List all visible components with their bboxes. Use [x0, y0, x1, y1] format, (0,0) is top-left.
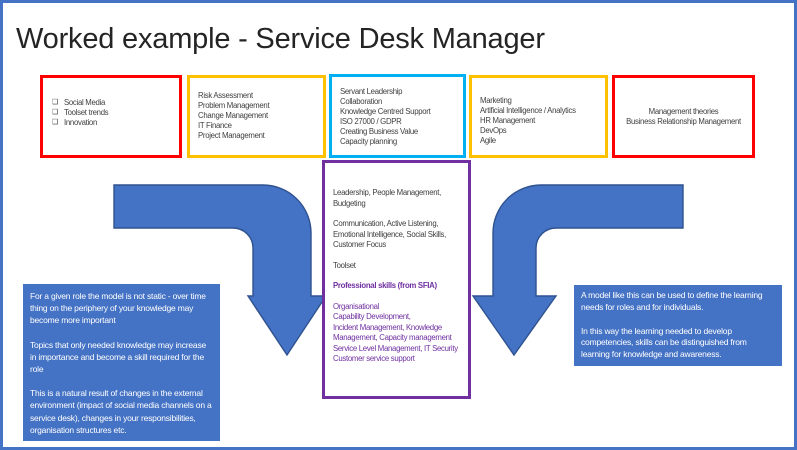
sfia-line: Customer service support	[333, 354, 415, 363]
list-item: Agile	[480, 136, 496, 145]
note-paragraph: This is a natural result of changes in t…	[30, 388, 212, 435]
note-paragraph: Topics that only needed knowledge may in…	[30, 339, 207, 375]
note-paragraph: For a given role the model is not static…	[30, 291, 206, 326]
box-text: Management theories Business Relationshi…	[626, 107, 741, 127]
list-item: ❑ Innovation	[52, 118, 175, 128]
list-item-label: Innovation	[64, 118, 97, 127]
sfia-line: Service Level Management, IT Security	[333, 343, 458, 353]
list-item: Knowledge Centred Support	[340, 107, 431, 116]
list-item: Change Management	[198, 111, 268, 120]
list-item: Marketing	[480, 96, 512, 105]
sfia-heading: Professional skills (from SFIA)	[333, 281, 437, 290]
list-item: Project Management	[198, 131, 265, 140]
list-item: Risk Assessment	[198, 91, 253, 100]
list-item: Management theories	[648, 106, 719, 116]
list-item: Artificial Intelligence / Analytics	[480, 106, 576, 115]
list-item: Capacity planning	[340, 137, 397, 146]
list-item: Business Relationship Management	[626, 116, 741, 126]
core-skills-box: Servant Leadership Collaboration Knowled…	[329, 74, 466, 158]
skills-paragraph: Toolset	[333, 260, 356, 270]
knowledge-box-right: Marketing Artificial Intelligence / Anal…	[469, 75, 608, 158]
list-item: ❑ Toolset trends	[52, 108, 175, 118]
awareness-box-left: ❑ Social Media ❑ Toolset trends ❑ Innovatio…	[40, 75, 182, 158]
list-item: Collaboration	[340, 97, 383, 106]
list-item: Problem Management	[198, 101, 270, 110]
knowledge-box-left: Risk Assessment Problem Management Chang…	[187, 75, 326, 158]
list-item: IT Finance	[198, 121, 232, 130]
list-item: ❑ Social Media	[52, 98, 175, 108]
checkbox-bullet-icon: ❑	[52, 109, 58, 116]
awareness-box-right: Management theories Business Relationshi…	[612, 75, 755, 158]
checkbox-bullet-icon: ❑	[52, 119, 58, 126]
skills-paragraph: Leadership, People Management, Budgeting	[333, 188, 442, 208]
list-item: Servant Leadership	[340, 87, 403, 96]
note-paragraph: In this way the learning needed to devel…	[581, 325, 747, 360]
skills-detail-box: Leadership, People Management, Budgeting…	[322, 160, 471, 399]
sfia-line: Incident Management, Knowledge	[333, 322, 442, 332]
list-item: ISO 27000 / GDPR	[340, 117, 402, 126]
list-item: Creating Business Value	[340, 127, 418, 136]
sfia-line: Organisational	[333, 301, 380, 311]
right-note-box: A model like this can be used to define …	[574, 285, 782, 366]
note-paragraph: A model like this can be used to define …	[581, 290, 763, 312]
sfia-line: Capability Development,	[333, 312, 411, 321]
sfia-line: Management, Capacity management	[333, 333, 452, 342]
list-item-label: Toolset trends	[64, 108, 109, 117]
left-note-box: For a given role the model is not static…	[23, 284, 220, 441]
skills-paragraph: Communication, Active Listening, Emotion…	[333, 219, 446, 249]
checkbox-bullet-icon: ❑	[52, 99, 58, 106]
slide-title: Worked example - Service Desk Manager	[16, 23, 545, 55]
list-item: HR Management	[480, 116, 536, 125]
list-item: DevOps	[480, 126, 507, 135]
list-item-label: Social Media	[64, 98, 106, 107]
